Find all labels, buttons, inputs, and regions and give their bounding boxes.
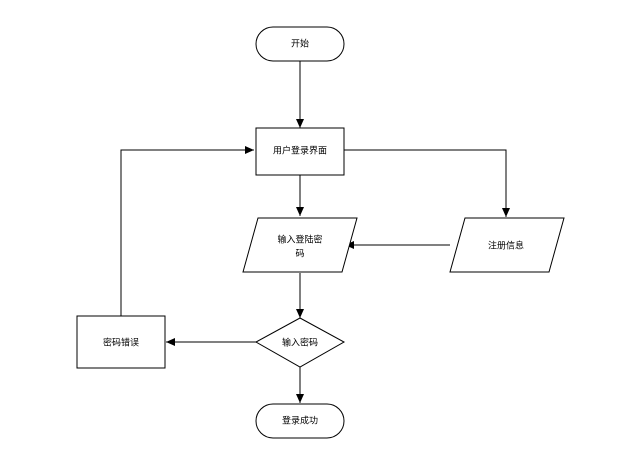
node-login-success: 登录成功 (255, 403, 345, 439)
node-start-label: 开始 (291, 38, 309, 50)
node-login-page: 用户登录界面 (255, 127, 345, 176)
node-input-credentials-label-line2: 码 (295, 249, 304, 260)
node-input-password-label: 输入密码 (282, 337, 318, 349)
node-start: 开始 (255, 26, 345, 62)
node-login-page-label: 用户登录界面 (273, 145, 327, 157)
node-input-credentials: 输入登陆密 码 (242, 217, 358, 273)
edges (120, 61, 510, 403)
node-password-error: 密码错误 (76, 315, 166, 369)
edge-password-error-to-login-page (120, 146, 254, 316)
node-input-credentials-label-line1: 输入登陆密 (277, 234, 322, 246)
node-register-info-label: 注册信息 (488, 240, 524, 252)
node-input-password: 输入密码 (254, 317, 346, 368)
edge-login-page-to-register-info (344, 149, 510, 217)
node-register-info: 注册信息 (449, 217, 565, 273)
node-login-success-label: 登录成功 (282, 415, 318, 427)
node-password-error-label: 密码错误 (103, 337, 139, 349)
